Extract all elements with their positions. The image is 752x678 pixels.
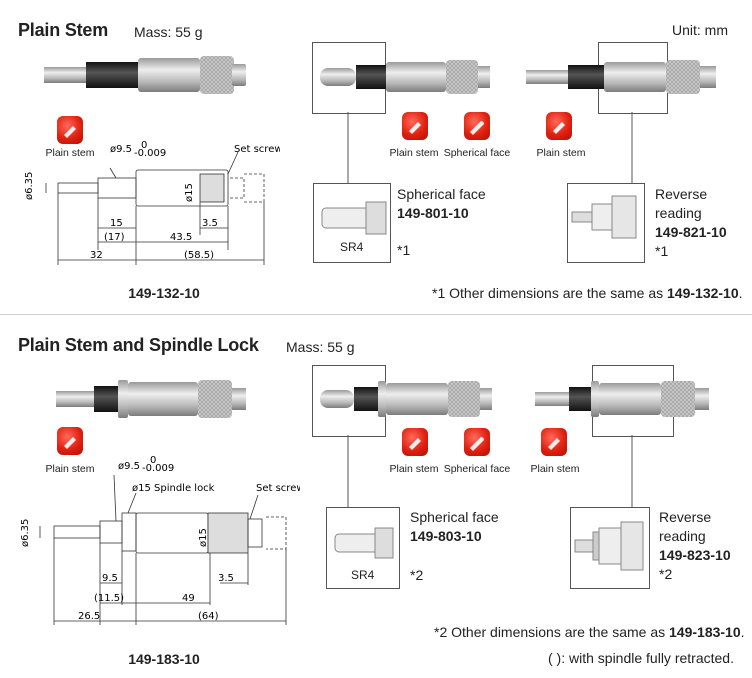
footnote-bottom: *2 Other dimensions are the same as 149-… bbox=[434, 624, 745, 640]
dim-phi635: ø6.35 bbox=[24, 172, 35, 200]
variant-name-line1: Reverse bbox=[659, 509, 712, 525]
spherical-face-icon-label: Spherical face bbox=[443, 147, 511, 159]
spherical-face-icon-label: Spherical face bbox=[443, 463, 511, 475]
micrometer-photo-main-lock bbox=[56, 380, 246, 418]
variant-reverse-top: Reverse reading 149-821-10 *1 bbox=[655, 185, 727, 261]
plain-stem-icon bbox=[541, 428, 567, 456]
variant-model: 149-803-10 bbox=[410, 528, 482, 544]
dim-set-screw: Set screw bbox=[234, 144, 280, 155]
detail-box-reverse-bottom bbox=[570, 507, 650, 589]
plain-stem-icon bbox=[546, 112, 572, 140]
dim-spindle-lock: ø15 Spindle lock bbox=[132, 483, 215, 494]
variant-mark: *1 bbox=[655, 243, 669, 259]
plain-stem-icon-label: Plain stem bbox=[45, 147, 95, 159]
footnote-top: *1 Other dimensions are the same as 149-… bbox=[432, 285, 743, 301]
dim-32: 32 bbox=[90, 250, 103, 261]
dim-phi95: ø9.5 bbox=[110, 144, 132, 155]
dim-set-screw: Set screw bbox=[256, 483, 300, 494]
dim-3-5: 3.5 bbox=[218, 573, 234, 584]
variant-mark: *2 bbox=[410, 567, 424, 583]
footnote-retracted: ( ): with spindle fully retracted. bbox=[548, 650, 734, 666]
spherical-face-icon bbox=[464, 112, 490, 140]
sr-label: SR4 bbox=[340, 240, 364, 254]
variant-model: 149-821-10 bbox=[655, 224, 727, 240]
dim-phi15: ø15 bbox=[198, 528, 209, 547]
dim-43-5: 43.5 bbox=[170, 232, 192, 243]
micrometer-photo-reverse-bottom bbox=[535, 381, 709, 417]
dimension-drawing-bottom: ø9.5 0 -0.009 ø15 Spindle lock Set screw… bbox=[20, 455, 300, 625]
plain-stem-icon-label: Plain stem bbox=[389, 463, 439, 475]
sr-label: SR4 bbox=[351, 568, 375, 582]
dim-phi15: ø15 bbox=[184, 183, 195, 202]
dim-17: (17) bbox=[104, 232, 125, 243]
plain-stem-icon-label: Plain stem bbox=[389, 147, 439, 159]
dim-11-5: (11.5) bbox=[94, 593, 124, 604]
variant-name-line2: reading bbox=[659, 528, 706, 544]
model-number-top: 149-132-10 bbox=[128, 285, 200, 301]
dimension-drawing-top: ø9.5 0 -0.009 Set screw ø6.35 ø15 15 (17… bbox=[24, 140, 280, 265]
variant-model: 149-823-10 bbox=[659, 547, 731, 563]
dim-15: 15 bbox=[110, 218, 123, 229]
spherical-face-icon bbox=[464, 428, 490, 456]
model-number-bottom: 149-183-10 bbox=[128, 651, 200, 667]
micrometer-photo-spherical-top bbox=[320, 60, 490, 94]
detail-box-spherical-top: SR4 bbox=[313, 183, 391, 263]
plain-stem-icon bbox=[402, 428, 428, 456]
variant-name-line2: reading bbox=[655, 205, 702, 221]
micrometer-photo-main bbox=[44, 56, 246, 94]
dim-tol-up: 0 bbox=[141, 140, 147, 151]
section-divider bbox=[0, 314, 752, 315]
dim-58-5: (58.5) bbox=[184, 250, 214, 261]
variant-reverse-bottom: Reverse reading 149-823-10 *2 bbox=[659, 508, 731, 584]
variant-mark: *1 bbox=[397, 242, 411, 258]
variant-name: Spherical face bbox=[410, 509, 499, 525]
dim-64: (64) bbox=[198, 611, 219, 622]
dim-tol-up: 0 bbox=[150, 455, 156, 466]
plain-stem-icon bbox=[402, 112, 428, 140]
variant-name-line1: Reverse bbox=[655, 186, 708, 202]
micrometer-photo-reverse-top bbox=[526, 60, 716, 94]
dim-phi635: ø6.35 bbox=[20, 519, 31, 547]
dim-26-5: 26.5 bbox=[78, 611, 100, 622]
mass-label: Mass: 55 g bbox=[134, 24, 203, 40]
micrometer-photo-spherical-bottom bbox=[320, 381, 492, 417]
dim-3-5: 3.5 bbox=[202, 218, 218, 229]
plain-stem-icon bbox=[57, 427, 83, 455]
plain-stem-icon-label: Plain stem bbox=[536, 147, 586, 159]
variant-model: 149-801-10 bbox=[397, 205, 469, 221]
dim-tol-dn: -0.009 bbox=[134, 148, 166, 159]
variant-spherical-bottom: Spherical face 149-803-10 bbox=[410, 508, 499, 546]
variant-spherical-top: Spherical face 149-801-10 bbox=[397, 185, 486, 223]
dim-tol-dn: -0.009 bbox=[142, 463, 174, 474]
dim-phi95: ø9.5 bbox=[118, 461, 140, 472]
detail-box-reverse-top bbox=[567, 183, 645, 263]
plain-stem-icon-label: Plain stem bbox=[530, 463, 580, 475]
dim-49: 49 bbox=[182, 593, 195, 604]
section-title-spindle-lock: Plain Stem and Spindle Lock bbox=[18, 335, 259, 355]
plain-stem-icon-label: Plain stem bbox=[45, 463, 95, 475]
plain-stem-icon bbox=[57, 116, 83, 144]
unit-label: Unit: mm bbox=[672, 22, 728, 38]
variant-mark: *2 bbox=[659, 566, 673, 582]
mass-label: Mass: 55 g bbox=[286, 339, 355, 355]
variant-name: Spherical face bbox=[397, 186, 486, 202]
detail-box-spherical-bottom: SR4 bbox=[326, 507, 400, 589]
section-title-plain-stem: Plain Stem bbox=[18, 20, 109, 40]
dim-9-5: 9.5 bbox=[102, 573, 118, 584]
